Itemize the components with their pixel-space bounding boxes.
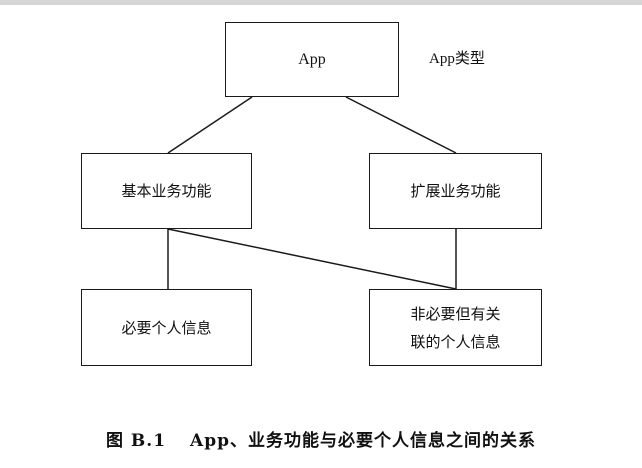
node-optional-related-personal-info: 非必要但有关 联的个人信息	[369, 289, 542, 366]
node-optional-label-line1: 非必要但有关	[410, 304, 501, 323]
figure-caption: 图 B.1 App、业务功能与必要个人信息之间的关系	[0, 426, 642, 451]
edge-app-to-extended	[345, 96, 457, 154]
node-required-personal-info: 必要个人信息	[81, 289, 252, 366]
edge-basic-to-optional	[167, 228, 457, 290]
node-extended-business-functions: 扩展业务功能	[369, 153, 542, 229]
node-extended-label: 扩展业务功能	[410, 182, 501, 200]
edge-app-to-basic	[167, 96, 253, 154]
node-app: App	[225, 22, 399, 97]
figure-caption-label: 图 B.1	[105, 431, 167, 451]
top-cropped-strip	[0, 0, 642, 5]
figure-caption-text: App、业务功能与必要个人信息之间的关系	[190, 431, 536, 451]
node-app-label: App	[298, 50, 326, 68]
node-optional-text: 非必要但有关 联的个人信息	[410, 300, 500, 356]
node-optional-label-line2: 联的个人信息	[410, 332, 501, 351]
app-type-label: App类型	[429, 51, 485, 67]
node-required-label: 必要个人信息	[121, 318, 212, 337]
node-basic-business-functions: 基本业务功能	[81, 153, 252, 229]
node-basic-label: 基本业务功能	[121, 182, 212, 200]
